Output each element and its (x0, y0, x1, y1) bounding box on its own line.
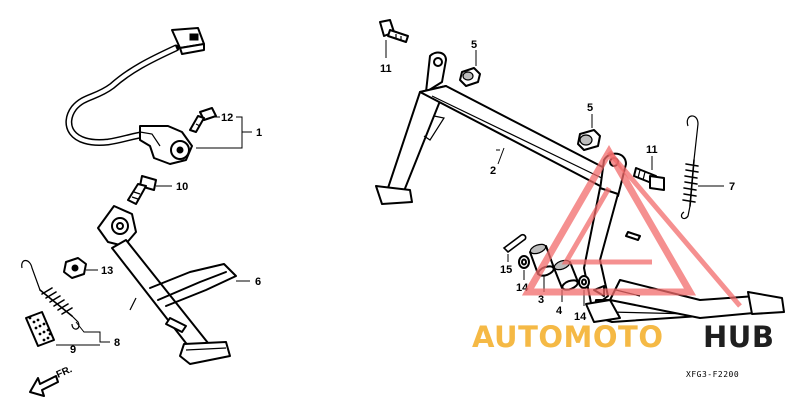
collar-5b-icon (577, 129, 601, 151)
direction-label: FR. (55, 364, 74, 381)
callout-11b: 11 (646, 144, 658, 156)
callout-1: 1 (256, 127, 262, 139)
callout-6: 6 (255, 276, 261, 288)
cotter-pin-15-icon (502, 233, 527, 254)
callout-5b: 5 (587, 102, 593, 114)
watermark-text-automoto: AUTOMOTO (472, 320, 663, 354)
side-stand-switch-assembly (65, 27, 217, 165)
callout-13: 13 (101, 265, 113, 277)
watermark-logo: AUTOMOTO HUB (472, 145, 774, 354)
callout-9: 9 (70, 344, 76, 356)
callout-5a: 5 (471, 39, 477, 51)
bolt-11b-icon (633, 167, 665, 191)
bolt-12-icon (189, 107, 217, 133)
callout-11a: 11 (380, 63, 392, 75)
pivot-bolt-10-icon (127, 175, 157, 205)
side-stand-6 (97, 205, 237, 365)
callout-3: 3 (538, 294, 544, 306)
callout-12: 12 (221, 112, 233, 124)
spring-sleeve-9 (25, 311, 55, 347)
main-stand-spring-7 (680, 115, 699, 220)
bolt-11a-icon (379, 19, 409, 43)
nut-13-icon (63, 257, 87, 279)
callout-10: 10 (176, 181, 188, 193)
callout-14b: 14 (574, 311, 587, 323)
collar-5a-icon (459, 67, 481, 87)
washer-14b-icon (578, 275, 590, 289)
front-direction-arrow-icon (29, 375, 59, 397)
washer-14a-icon (518, 255, 530, 269)
callout-7: 7 (729, 181, 735, 193)
watermark-text-hub: HUB (703, 320, 774, 354)
side-stand-spring-8 (21, 259, 80, 330)
callout-8: 8 (114, 337, 120, 349)
callout-4: 4 (556, 305, 563, 317)
callout-2: 2 (490, 165, 496, 177)
drawing-code: XFG3-F2200 (686, 370, 739, 379)
callout-15: 15 (500, 264, 512, 276)
